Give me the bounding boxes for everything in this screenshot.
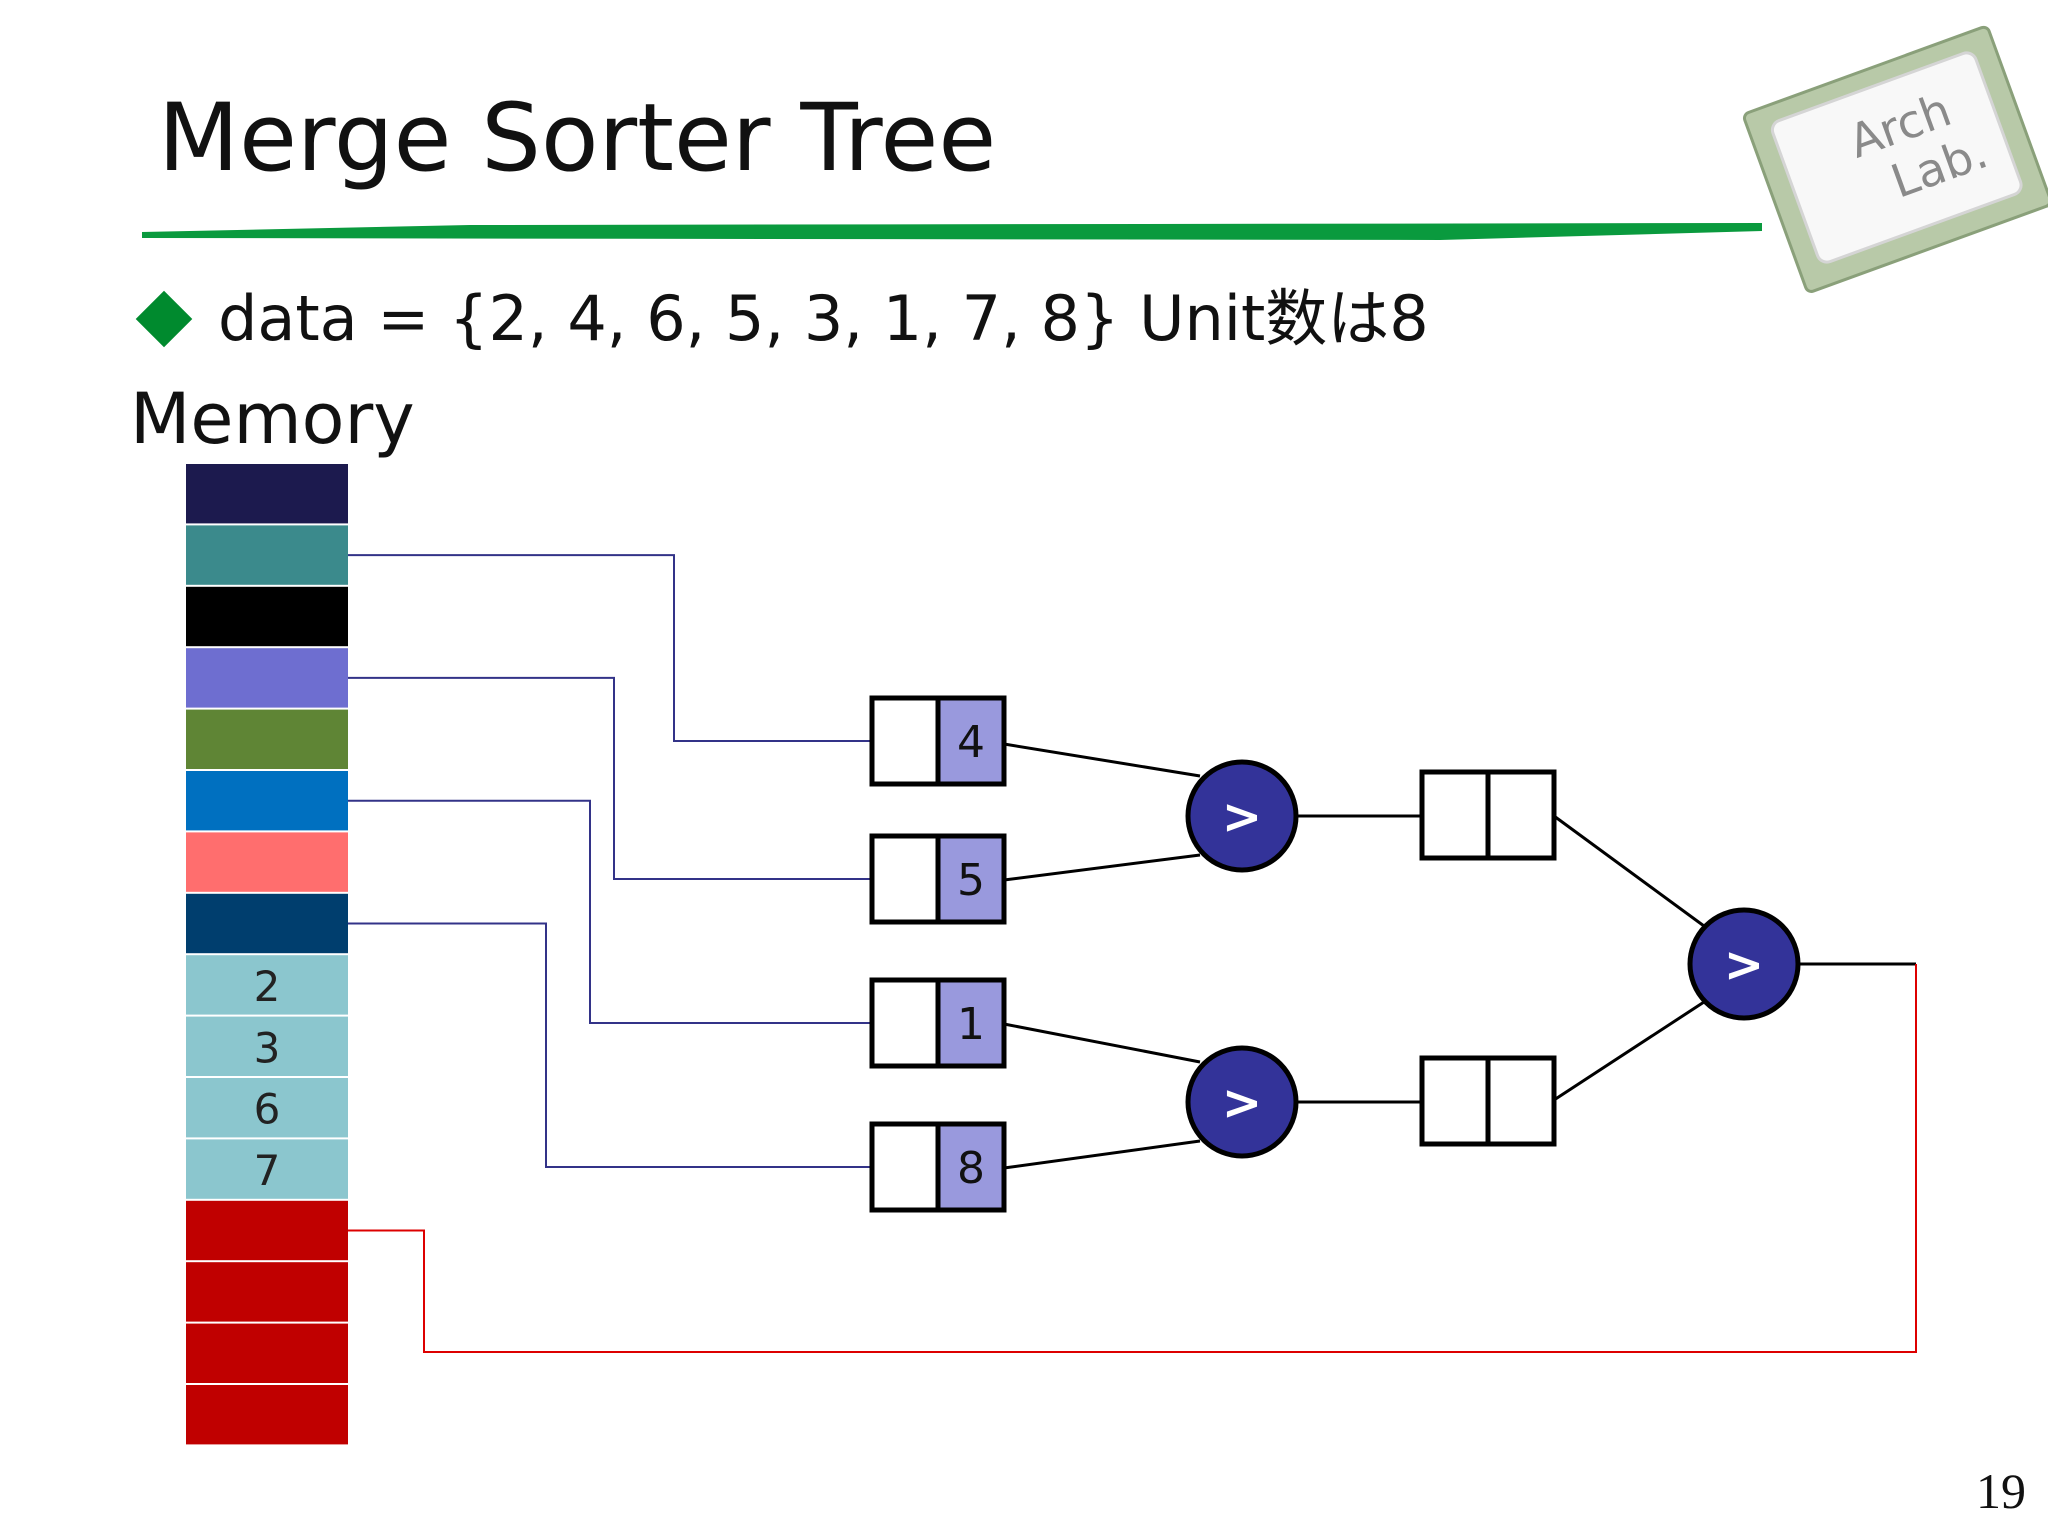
memory-cell-15 (186, 1385, 348, 1445)
buffer-to-comparator-wire (1003, 742, 1201, 778)
memory-cell-2 (186, 586, 348, 647)
memory-cell-1 (186, 525, 348, 585)
memory-cell-14 (186, 1323, 348, 1383)
buffer-to-comparator-wire (1003, 853, 1201, 882)
memory-cell-value: 2 (254, 962, 281, 1011)
buffer-to-comparator-wire (1003, 1139, 1201, 1170)
input-buffer-4: 8 (869, 1121, 1007, 1213)
buffer-to-root-wire (1553, 1000, 1705, 1102)
comparator-symbol: > (1724, 937, 1764, 993)
memory-cell-9 (186, 1016, 348, 1076)
memory-column: 2 3 6 7 (186, 464, 348, 1445)
memory-cell-13 (186, 1262, 348, 1322)
bullet-item: data = {2, 4, 6, 5, 3, 1, 7, 8} Unit数は8 (130, 288, 1429, 350)
comparator-1: > (1185, 759, 1299, 873)
buffer-slot-filled (935, 695, 1007, 787)
buffer-slot-empty (869, 833, 941, 925)
memory-cell-7 (186, 893, 348, 954)
wires (348, 554, 1917, 1353)
memory-to-buffer-wire-3 (348, 799, 872, 1024)
comparator-symbol: > (1222, 789, 1262, 845)
buffer-value: 8 (957, 1143, 985, 1194)
comparator-circle (1185, 759, 1299, 873)
bullet-text: data = {2, 4, 6, 5, 3, 1, 7, 8} Unit数は8 (218, 282, 1429, 355)
comparators: > > > (1185, 759, 1801, 1159)
output-to-memory-wire (348, 964, 1917, 1353)
memory-cell-value: 3 (254, 1023, 281, 1072)
buffer-slot (1419, 1055, 1491, 1147)
memory-cell-3 (186, 648, 348, 708)
page-number: 19 (1976, 1463, 2026, 1519)
intermediate-buffer-1 (1419, 769, 1557, 861)
input-buffer-1: 4 (869, 695, 1007, 787)
memory-to-buffer-wire-4 (348, 922, 872, 1168)
memory-cell-12 (186, 1200, 348, 1261)
intermediate-buffer-2 (1419, 1055, 1557, 1147)
input-buffer-3: 1 (869, 977, 1007, 1069)
memory-cell-value: 6 (254, 1085, 281, 1134)
memory-cell-8 (186, 955, 348, 1015)
memory-cell-value: 7 (254, 1146, 281, 1195)
memory-cell-0 (186, 464, 348, 524)
memory-cell-11 (186, 1139, 348, 1199)
input-buffer-2: 5 (869, 833, 1007, 925)
buffer-slot-empty (869, 977, 941, 1069)
memory-to-buffer-wire-2 (348, 676, 872, 880)
title-underline (142, 223, 1762, 240)
buffer-value: 4 (957, 717, 985, 768)
buffer-slot (1485, 769, 1557, 861)
memory-label: Memory (130, 378, 415, 460)
buffer-slot-empty (869, 1121, 941, 1213)
buffer-value: 5 (957, 855, 985, 906)
memory-cell-4 (186, 709, 348, 769)
buffer-slot (1419, 769, 1491, 861)
comparator-circle (1185, 1045, 1299, 1159)
buffer-slot-empty (869, 695, 941, 787)
buffer-slot-filled (935, 977, 1007, 1069)
buffers: 4 5 1 8 (869, 695, 1557, 1213)
buffer-slot (1485, 1055, 1557, 1147)
slide-title: Merge Sorter Tree (158, 84, 997, 193)
comparator-3: > (1687, 907, 1801, 1021)
buffer-slot-filled (935, 833, 1007, 925)
comparator-symbol: > (1222, 1075, 1262, 1131)
memory-to-buffer-wire-1 (348, 554, 872, 742)
comparator-2: > (1185, 1045, 1299, 1159)
arch-lab-logo: Arch Lab. (1742, 25, 2048, 293)
memory-cell-5 (186, 771, 348, 831)
memory-cell-6 (186, 832, 348, 892)
memory-cell-10 (186, 1078, 348, 1138)
comparator-circle (1687, 907, 1801, 1021)
buffer-slot-filled (935, 1121, 1007, 1213)
buffer-to-root-wire (1553, 814, 1705, 928)
buffer-to-comparator-wire (1003, 1022, 1201, 1064)
buffer-value: 1 (957, 999, 985, 1050)
